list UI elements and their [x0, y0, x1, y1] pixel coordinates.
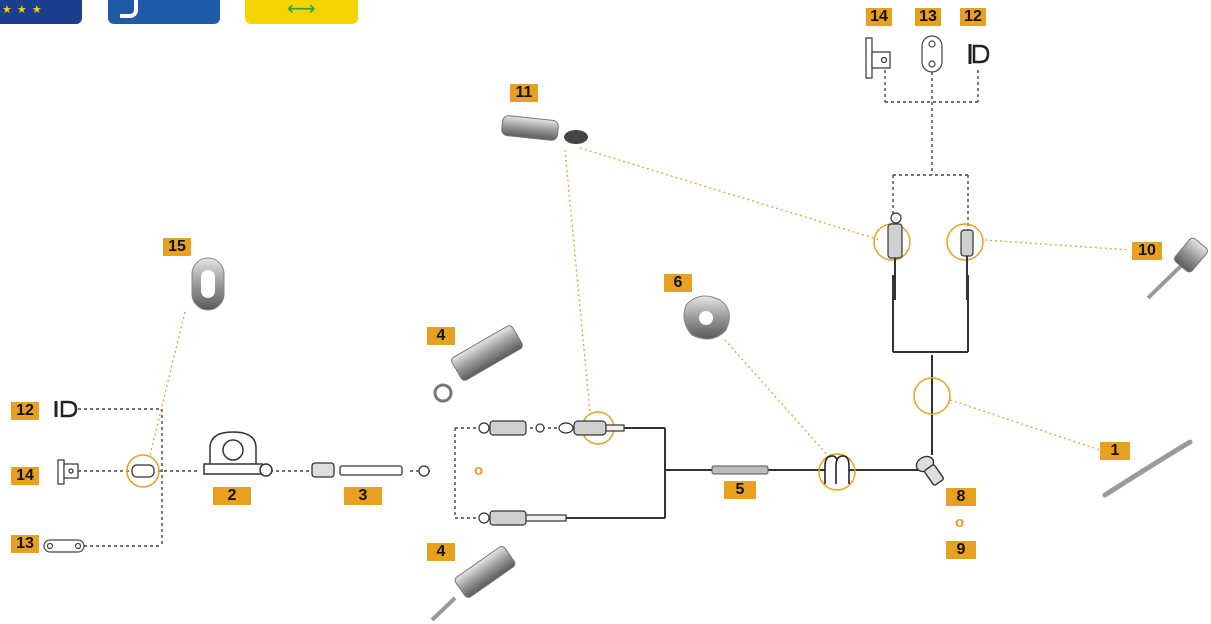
corner-bracket: [824, 455, 850, 484]
double-arrow-badge: ⟷: [245, 0, 358, 24]
tag-12-top: 12: [960, 8, 986, 26]
eye-plate-left: [43, 539, 85, 553]
handle-badge: [108, 0, 220, 24]
dashed-connections: [78, 70, 979, 547]
shackle-top: [968, 44, 990, 64]
corner-bracket-photo: [683, 295, 730, 340]
tag-3: 3: [344, 487, 382, 505]
or-middle: o: [474, 462, 484, 479]
tag-2: 2: [213, 487, 251, 505]
wall-plate-top: [865, 37, 891, 79]
swage-terminal-photo: [1146, 237, 1208, 300]
tensioner-top-left: [887, 212, 903, 300]
tag-4-bottom: 4: [427, 543, 455, 561]
tensioner-photo-top: [433, 325, 523, 403]
tag-1: 1: [1100, 442, 1130, 460]
hook-icon: [120, 0, 138, 18]
tag-10: 10: [1132, 242, 1162, 260]
tensioner-photo-bottom: [430, 546, 516, 622]
cable-clamp: [203, 431, 273, 477]
tag-15: 15: [163, 238, 191, 256]
eye-plate-top: [921, 35, 943, 73]
tag-8: 8: [946, 488, 976, 506]
cable-photo: [1102, 439, 1193, 498]
tag-14-left: 14: [11, 467, 39, 485]
carabiner-photo: [191, 257, 225, 311]
tag-11: 11: [510, 84, 538, 102]
wall-plate-left: [57, 459, 79, 485]
tag-5: 5: [724, 481, 756, 499]
tensioner-top-right: [960, 229, 974, 300]
tag-9: 9: [946, 541, 976, 559]
stars-icon: ★ ★ ★: [2, 4, 43, 16]
tag-6: 6: [664, 274, 692, 292]
pre-tensioner-photo: [501, 115, 588, 144]
tensioner-lower: [478, 510, 567, 526]
callout-lines: [149, 147, 1131, 459]
intermediate-bracket: [915, 455, 944, 486]
turnbuckle-3: [311, 462, 430, 478]
shackle-left: [54, 400, 78, 418]
tag-13-top: 13: [915, 8, 941, 26]
main-cable-lines: [530, 275, 969, 519]
tag-4-top: 4: [427, 327, 455, 345]
or-right: o: [955, 514, 965, 531]
eu-stars-badge: ★ ★ ★: [0, 0, 82, 24]
cable-sleeve-5: [711, 465, 769, 475]
pre-tensioner-upper: [558, 420, 625, 436]
tag-14-top: 14: [866, 8, 892, 26]
tag-12-left: 12: [11, 402, 39, 420]
tag-13-left: 13: [11, 535, 39, 553]
double-arrow-icon: ⟷: [287, 0, 316, 20]
quick-link-left: [131, 464, 155, 478]
tensioner-upper: [478, 420, 545, 436]
